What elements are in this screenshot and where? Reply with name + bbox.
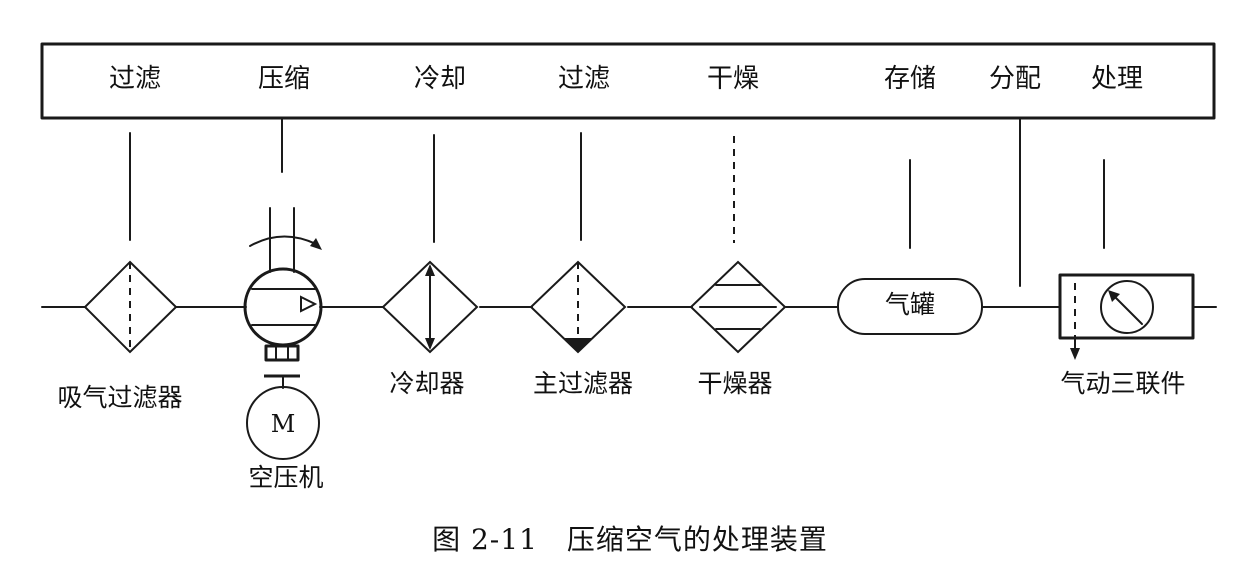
air-tank-label: 气罐 xyxy=(885,290,935,319)
stage-label-process: 处理 xyxy=(1091,64,1143,94)
stage-label-filter-2: 过滤 xyxy=(558,64,610,94)
stage-header-frame xyxy=(40,42,1216,120)
cooler-label: 冷却器 xyxy=(389,369,464,398)
figure-caption: 图 2-11 压缩空气的处理装置 xyxy=(432,523,828,556)
main-filter-symbol xyxy=(529,260,627,354)
motor-m-label: M xyxy=(271,410,296,438)
intake-filter-symbol xyxy=(83,260,178,354)
frl-unit-symbol xyxy=(1058,273,1195,360)
stage-label-filter-1: 过滤 xyxy=(109,64,161,94)
compressor-label: 空压机 xyxy=(248,463,323,492)
compressor-symbol xyxy=(243,207,323,389)
dryer-label: 干燥器 xyxy=(697,369,772,398)
frl-unit-label: 气动三联件 xyxy=(1060,369,1185,398)
stage-label-compress: 压缩 xyxy=(258,64,310,94)
main-filter-label: 主过滤器 xyxy=(533,369,633,398)
stage-label-store: 存储 xyxy=(884,64,936,94)
stage-label-dry: 干燥 xyxy=(707,64,759,94)
stage-label-cool: 冷却 xyxy=(414,64,466,94)
intake-filter-label: 吸气过滤器 xyxy=(57,383,182,412)
motor-symbol: M xyxy=(246,386,320,460)
stage-label-distribute: 分配 xyxy=(989,64,1041,94)
air-tank-symbol xyxy=(837,278,983,335)
cooler-symbol xyxy=(381,260,479,354)
dryer-symbol xyxy=(689,260,787,354)
